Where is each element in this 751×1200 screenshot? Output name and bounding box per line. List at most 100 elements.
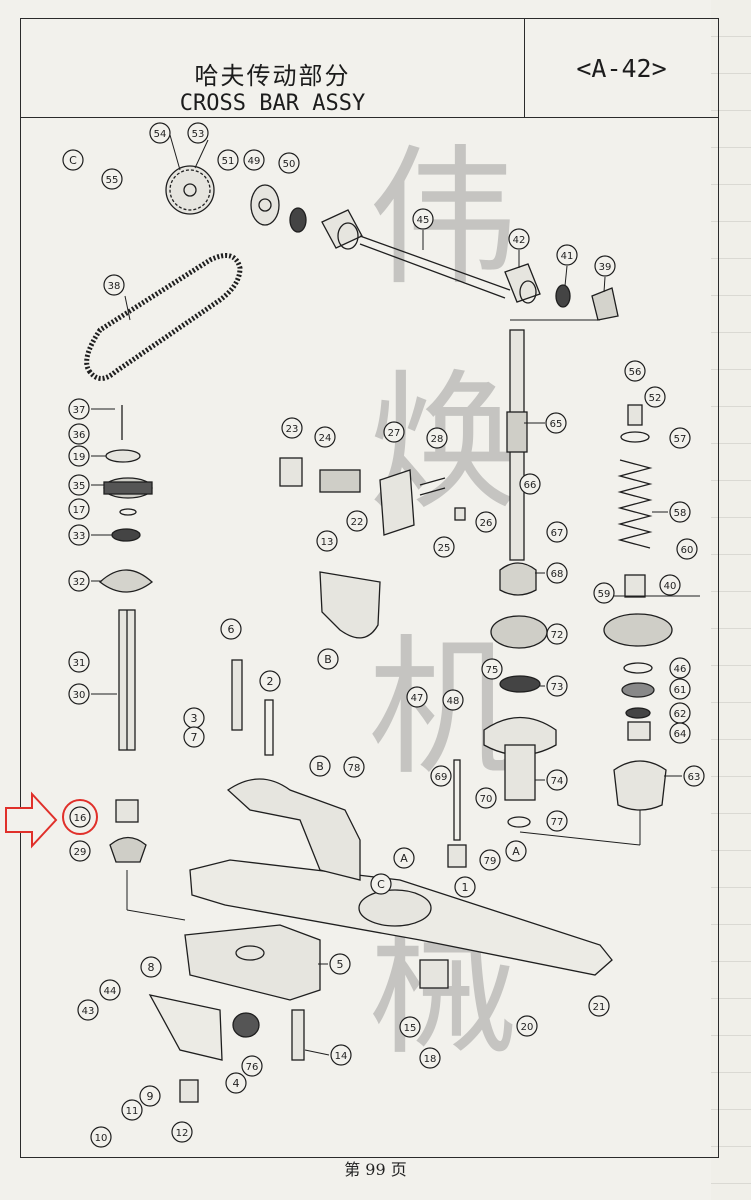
underlying-table-edge	[711, 0, 751, 1200]
callout-label: 76	[246, 1062, 259, 1073]
callout-label: 38	[108, 281, 121, 292]
callout-circle	[442, 689, 464, 711]
callout-circle	[383, 421, 405, 443]
callout-67: 67	[546, 521, 568, 543]
callout-11: 11	[121, 1099, 143, 1121]
callout-35: 35	[68, 474, 90, 496]
callout-55: 55	[101, 168, 123, 190]
callout-circle	[68, 474, 90, 496]
parts-artwork	[5, 165, 700, 1103]
callout-label: 46	[674, 664, 687, 675]
callout-circle	[101, 168, 123, 190]
callout-47: 47	[406, 686, 428, 708]
callout-circle	[588, 995, 610, 1017]
callout-label: 43	[82, 1006, 95, 1017]
callout-circle	[68, 524, 90, 546]
callout-32: 32	[68, 570, 90, 592]
callout-circle	[121, 1099, 143, 1121]
callout-label: 6	[228, 623, 235, 636]
callout-circle	[68, 445, 90, 467]
page-code: <A-42>	[576, 54, 667, 83]
callout-21: 21	[588, 995, 610, 1017]
callout-circle	[399, 1016, 421, 1038]
callout-69: 69	[430, 765, 452, 787]
callout-41: 41	[556, 244, 578, 266]
callout-circle	[406, 686, 428, 708]
callout-53: 53	[187, 122, 209, 144]
callout-70: 70	[475, 787, 497, 809]
callout-label: 1	[462, 881, 469, 894]
callout-16: 16	[69, 806, 91, 828]
callout-label: 14	[335, 1051, 348, 1062]
callout-circle	[430, 765, 452, 787]
callout-1: 1	[454, 876, 476, 898]
callout-63: 63	[683, 765, 705, 787]
callout-label: 17	[73, 505, 86, 516]
callout-label: 39	[599, 262, 612, 273]
callout-circle	[412, 208, 434, 230]
callout-37: 37	[68, 398, 90, 420]
callout-circle	[454, 876, 476, 898]
callout-circle	[669, 501, 691, 523]
connector-lines	[126, 319, 700, 921]
callout-label: 28	[431, 434, 444, 445]
callout-17: 17	[68, 498, 90, 520]
callout-circle	[516, 1015, 538, 1037]
callout-label: 11	[126, 1106, 139, 1117]
callout-circle	[317, 648, 339, 670]
callout-label: 5	[337, 958, 344, 971]
callout-19: 19	[68, 445, 90, 467]
bearing-41	[555, 284, 571, 308]
callout-circle	[243, 149, 265, 171]
callout-label: 58	[674, 508, 687, 519]
indicator-arrow	[5, 791, 58, 849]
callout-56: 56	[624, 360, 646, 382]
callout-label: 3	[191, 712, 198, 725]
watermark-char: 伟	[368, 132, 518, 306]
callout-circle	[183, 726, 205, 748]
callout-43: 43	[77, 999, 99, 1021]
callout-50: 50	[278, 152, 300, 174]
callout-circle	[683, 765, 705, 787]
title-block: 哈夫传动部分 CROSS BAR ASSY	[20, 18, 525, 118]
callout-label: 29	[74, 847, 87, 858]
callout-circle	[546, 623, 568, 645]
callout-label: 78	[348, 763, 361, 774]
callout-label: 44	[104, 986, 117, 997]
callout-30: 30	[68, 683, 90, 705]
callout-5: 5	[329, 953, 351, 975]
callout-circle	[343, 756, 365, 778]
callout-circle	[140, 956, 162, 978]
callout-label: 53	[192, 129, 205, 140]
callout-a-2: A	[393, 847, 415, 869]
callout-a-1: A	[505, 840, 527, 862]
callout-label: 4	[233, 1077, 240, 1090]
callout-circle	[171, 1121, 193, 1143]
callout-circle	[393, 847, 415, 869]
callout-54: 54	[149, 122, 171, 144]
callout-49: 49	[243, 149, 265, 171]
callout-label: 36	[73, 430, 86, 441]
callout-label: C	[69, 154, 77, 167]
callout-48: 48	[442, 689, 464, 711]
callout-circle	[659, 574, 681, 596]
callout-circle	[669, 657, 691, 679]
bevel-gear-39	[591, 287, 619, 321]
callout-52: 52	[644, 386, 666, 408]
callout-label: 15	[404, 1023, 417, 1034]
callout-circle	[68, 423, 90, 445]
callout-circle	[68, 570, 90, 592]
callout-circle	[370, 873, 392, 895]
callout-circle	[508, 228, 530, 250]
callout-40: 40	[659, 574, 681, 596]
callout-label: 21	[593, 1002, 606, 1013]
bracket-13	[319, 571, 381, 639]
callout-circle	[594, 255, 616, 277]
callout-label: 32	[73, 577, 86, 588]
callout-8: 8	[140, 956, 162, 978]
callout-label: B	[324, 653, 332, 666]
drawing-frame	[20, 18, 719, 1158]
callout-circle	[475, 511, 497, 533]
callout-label: 37	[73, 405, 86, 416]
callout-circle	[314, 426, 336, 448]
